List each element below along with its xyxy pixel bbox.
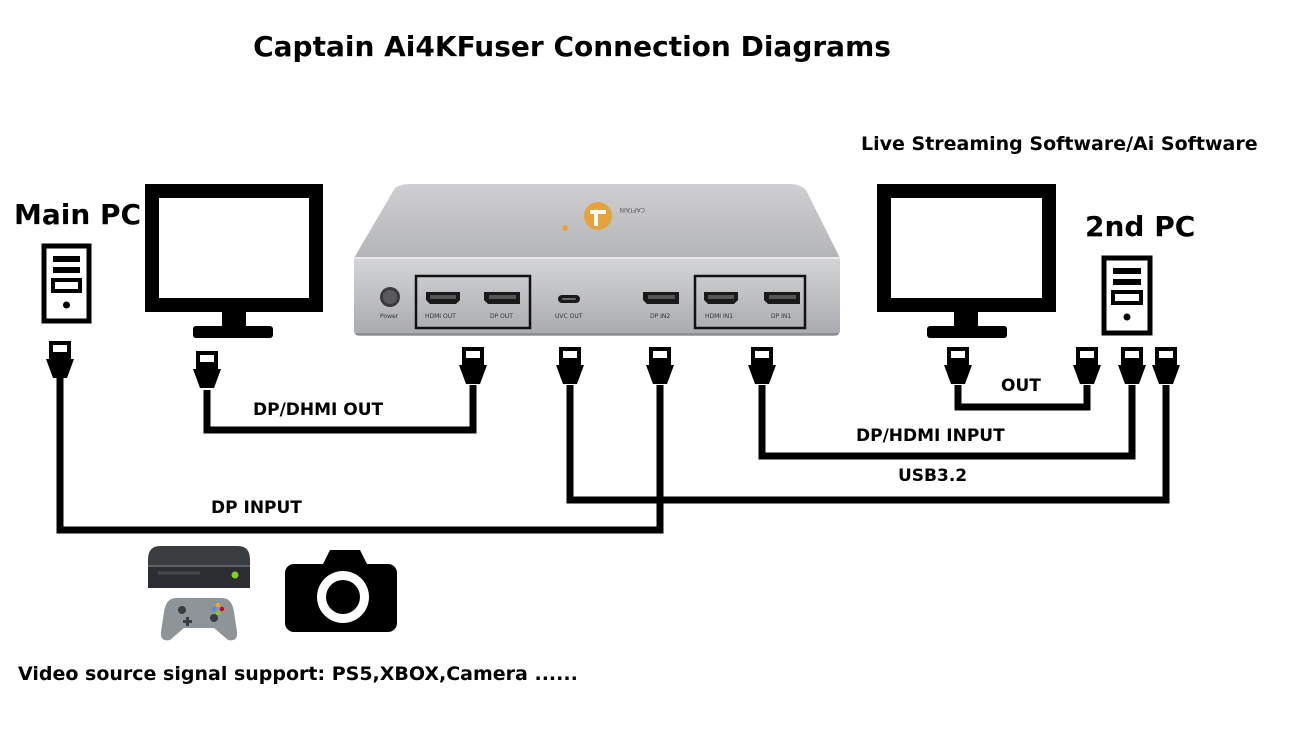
cable-dp-hdmi-out [203, 385, 477, 434]
usb-label: USB3.2 [898, 466, 968, 486]
cable-dp-input [56, 375, 664, 534]
dp-in1-port [764, 292, 800, 304]
dp-hdmi-out-label: DP/DHMI OUT [253, 400, 384, 420]
capture-device: CAPTAIN [354, 184, 840, 336]
pc-tower-icon [41, 243, 92, 324]
camera-icon [285, 550, 397, 632]
dp-input-label: DP INPUT [211, 498, 302, 518]
footer-note: Video source signal support: PS5,XBOX,Ca… [18, 663, 578, 685]
pc-tower-icon [1101, 255, 1153, 336]
game-console-icon [148, 546, 250, 588]
dp-in1-label: DP IN1 [771, 313, 792, 320]
dp-out-label: DP OUT [490, 313, 513, 320]
dp-hdmi-input-label: DP/HDMI INPUT [856, 426, 1005, 446]
cable-out [954, 385, 1091, 411]
dp-out-port [484, 292, 520, 304]
hdmi-out-label: HDMI OUT [425, 313, 456, 320]
uvc-out-port [558, 295, 580, 303]
monitor-icon [145, 184, 323, 338]
live-streaming-label: Live Streaming Software/Ai Software [861, 133, 1258, 155]
cable-usb32 [566, 385, 1170, 504]
gamepad-icon [160, 598, 238, 641]
page-title: Captain Ai4KFuser Connection Diagrams [253, 30, 891, 63]
monitor-icon [877, 184, 1056, 338]
input-ports-group [693, 274, 807, 330]
cables [56, 375, 1170, 534]
dp-in2-port [643, 292, 679, 304]
svg-text:CAPTAIN: CAPTAIN [620, 206, 645, 213]
main-pc-label: Main PC [14, 198, 142, 231]
hdmi-out-port [426, 292, 460, 304]
second-pc-label: 2nd PC [1085, 210, 1196, 243]
output-ports-group [414, 274, 532, 330]
power-label: Power [380, 313, 399, 320]
hdmi-in1-label: HDMI IN1 [705, 313, 734, 320]
power-button [380, 287, 400, 307]
out-label: OUT [1001, 376, 1041, 396]
hdmi-in1-port [704, 292, 738, 304]
cable-dp-hdmi-input [758, 385, 1136, 460]
brand-logo: CAPTAIN [562, 202, 645, 231]
dp-in2-label: DP IN2 [650, 313, 671, 320]
uvc-out-label: UVC OUT [555, 313, 583, 320]
